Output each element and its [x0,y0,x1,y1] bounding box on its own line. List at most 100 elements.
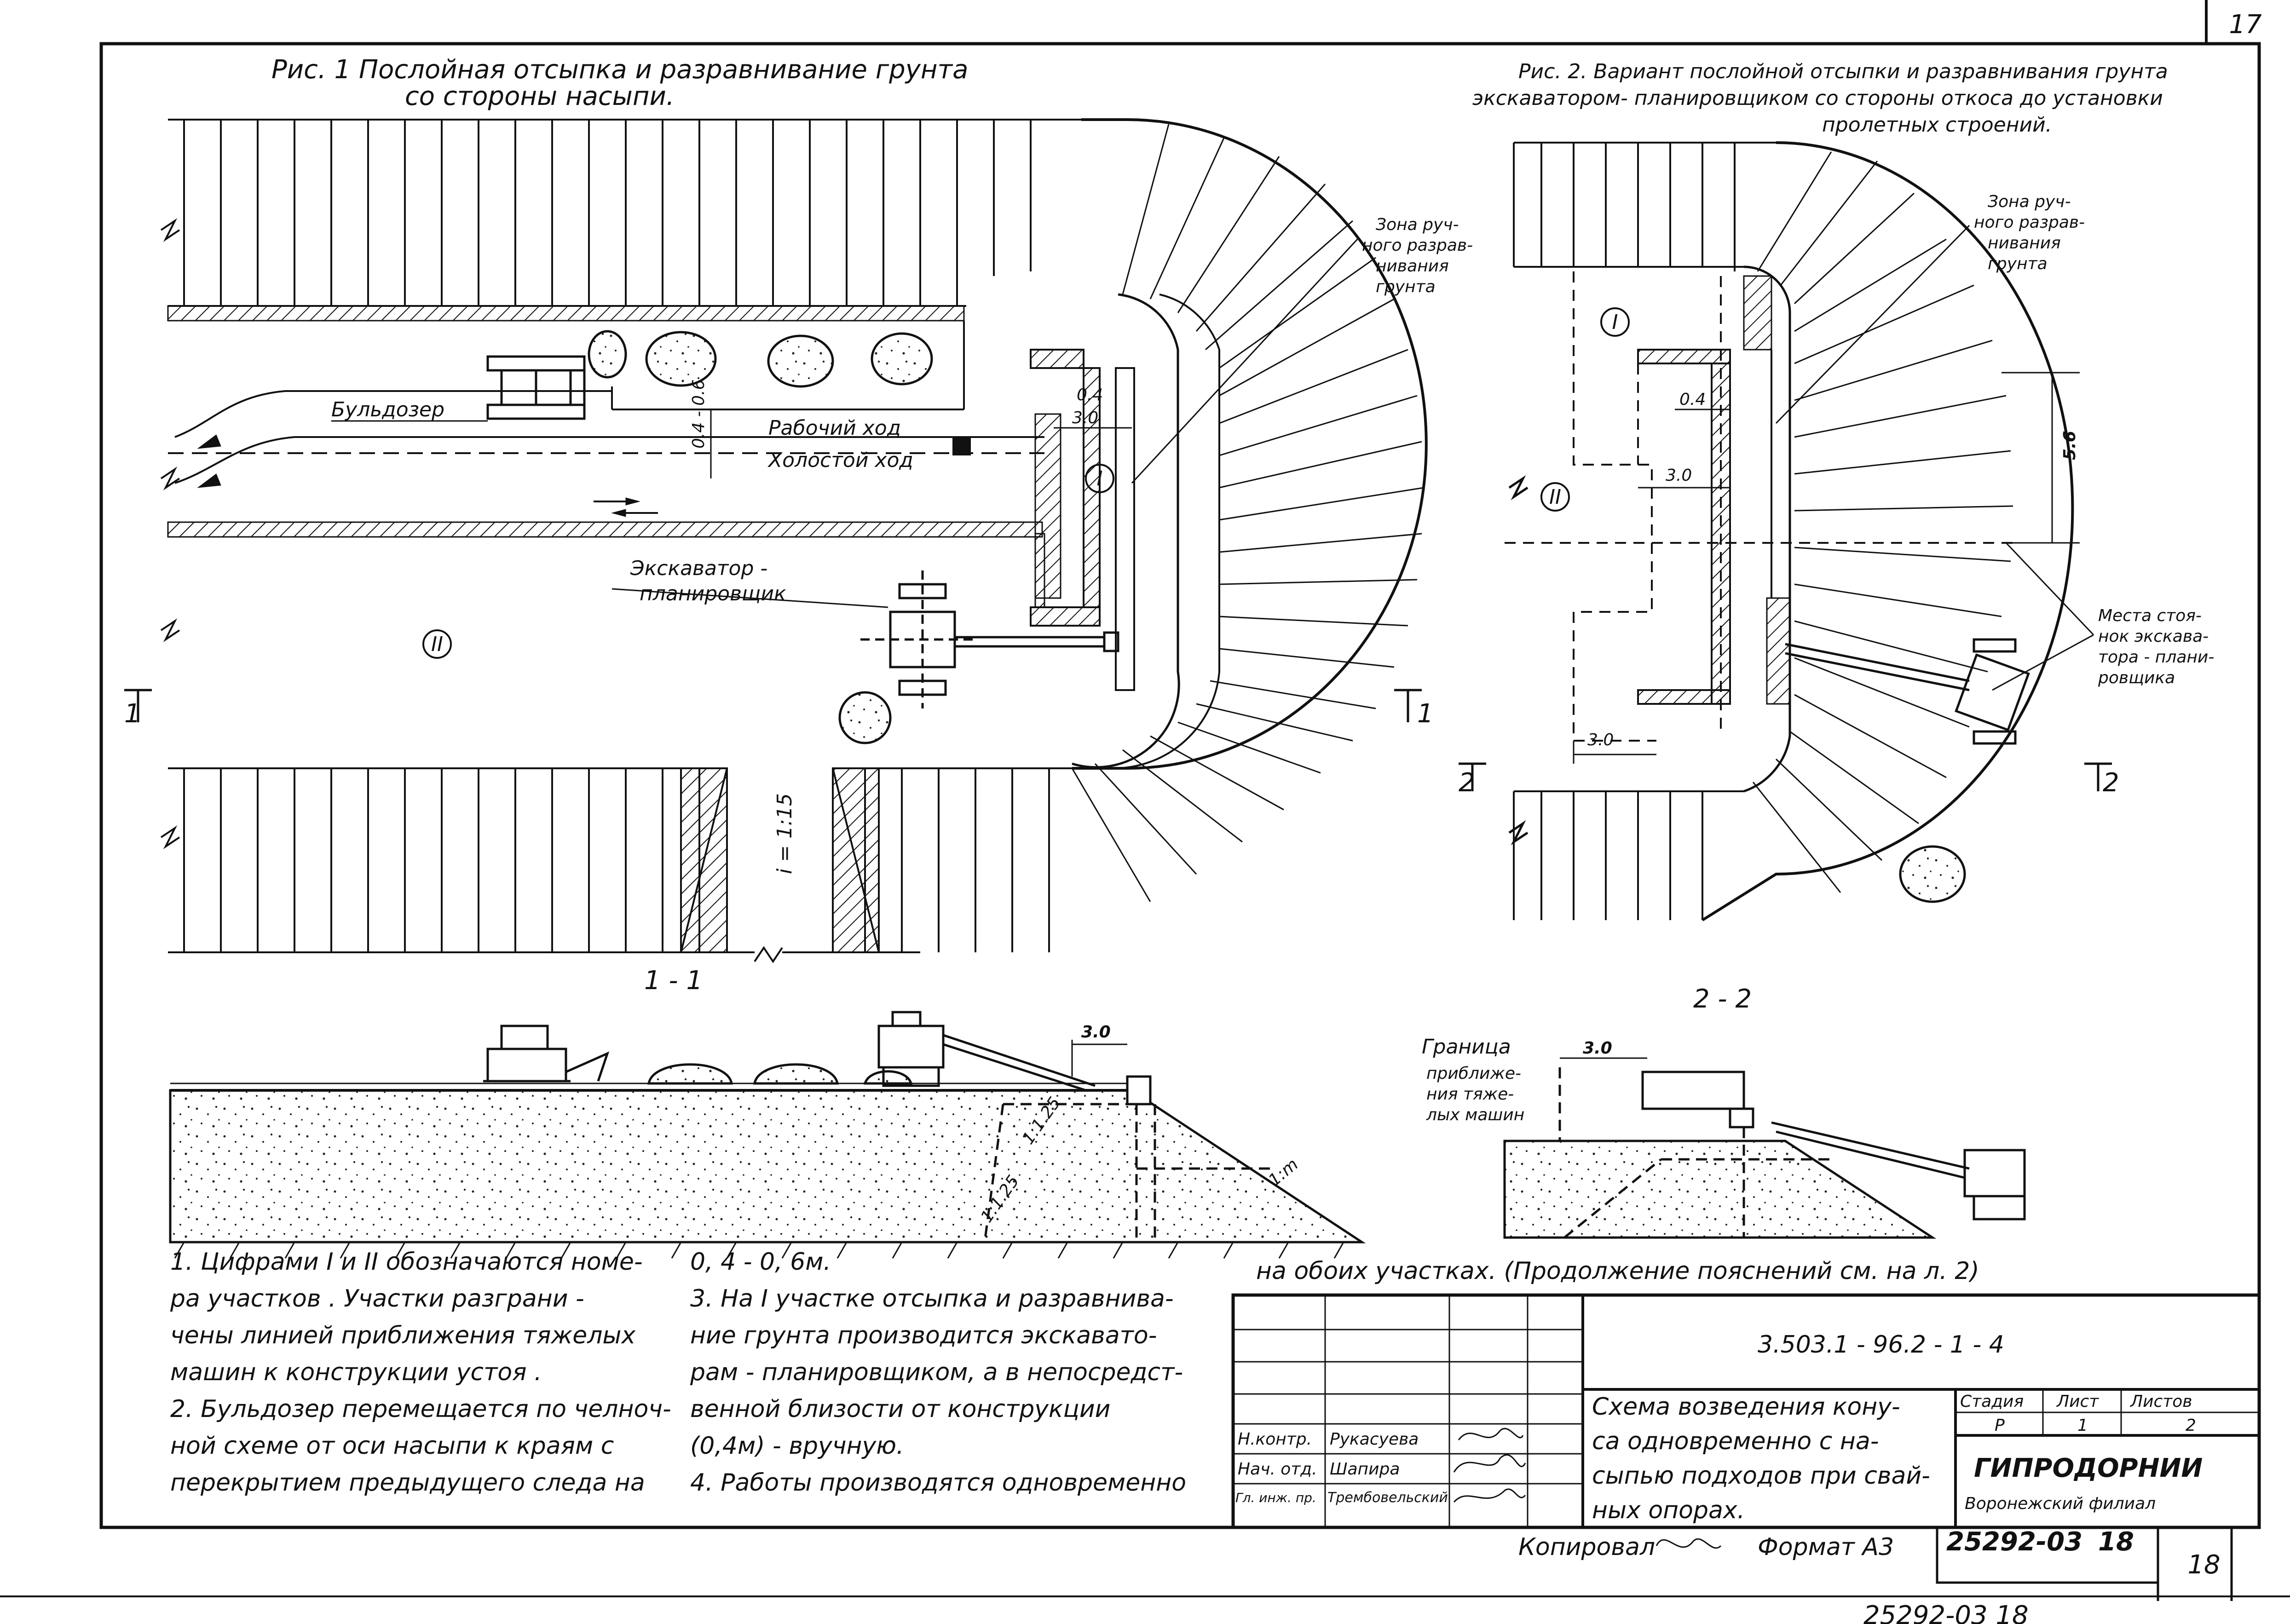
fig2-parking-2: нок экскава- [2098,627,2209,646]
fig2-plan: Рис. 2. Вариант послойной отсыпки и разр… [1459,60,2214,1014]
note-col2-line2: 3. На I участке отсыпка и разравнива- [690,1285,1174,1313]
fig2-parking-3: тора - плани- [2098,648,2214,667]
sheet-number-top: 17 [2229,10,2262,40]
section-2-2-boundary-1: Граница [1422,1035,1511,1059]
copied-signature [1655,1538,1722,1549]
org-branch: Воронежский филиал [1965,1494,2156,1513]
fig1-break-marks [160,218,920,963]
section-2-2-boundary-2: приближе- [1426,1064,1521,1083]
section-2-2-abutment [1558,1067,1831,1238]
fig1-section-mark-left: 1 [124,699,141,729]
fig1-zone-I-circle [1085,464,1114,493]
fig1-dim-04-06: 0.4 - 0.6 [689,380,708,449]
fig2-section-label: 2 - 2 [1693,984,1752,1014]
sheets-header: Листов [2129,1392,2192,1411]
doc-title-2: са одновременно с на- [1592,1428,1879,1455]
fig1-zone-II-circle [422,629,452,659]
fig2-dim-30-b: 3.0 [1587,731,1614,749]
fig1-road [167,305,1044,538]
section-1-1: 3.0 1:1.25 1:1.25 1:m [169,1011,1366,1259]
note-col2-line6: (0,4м) - вручную. [690,1432,904,1460]
fig1-title-line1: Рис. 1 Послойная отсыпка и разравнивание… [271,55,968,85]
section-1-1-bulldozer [483,1025,610,1083]
role-3: Гл. инж. пр. [1235,1490,1316,1505]
fig2-dim-30-a: 3.0 [1666,466,1692,485]
fig1-abutment [952,349,1135,691]
note-col3: на обоих участках. (Продолжение пояснени… [1256,1257,1979,1285]
fig1-slope: i = 1:15 [773,793,796,874]
fig2-manual-zone-4: грунта [1988,254,2048,273]
section-1-1-abutment [983,1075,1270,1243]
fig2-zone-II-circle [1540,482,1570,512]
name-1: Рукасуева [1330,1430,1419,1449]
section-1-1-dim-30: 3.0 [1081,1023,1111,1042]
fig2-dim-56: 5.6 [2060,431,2079,460]
fig2-zone-I: I [1612,311,1618,334]
fig2-manual-zone-1: Зона руч- [1988,192,2071,211]
fig2-parking-1: Места стоя- [2098,606,2202,625]
doc-title-4: ных опорах. [1592,1497,1745,1524]
fig2-parking-4: ровщика [2098,668,2175,687]
role-1: Н.контр. [1238,1430,1312,1449]
fig2-title-line1: Рис. 2. Вариант послойной отсыпки и разр… [1518,60,2168,83]
doc-title-1: Схема возведения кону- [1592,1393,1900,1421]
fig1-bulldozer-label: Бульдозер [331,398,444,421]
section-1-1-excavator [877,1011,1096,1092]
note-col2-line4: рам - планировщиком, а в непосредст- [690,1359,1183,1386]
doc-code: 3.503.1 - 96.2 - 1 - 4 [1758,1331,2004,1359]
section-1-1-ground-ticks [174,1242,1344,1259]
fig2-title-line3: пролетных строений. [1822,113,2052,137]
name-3: Трембовельский [1327,1490,1448,1506]
section-1-1-soil-piles [647,1063,913,1085]
fig1-section-marks [124,689,1422,722]
inventory-number: 25292-03 [1946,1527,2082,1557]
name-2: Шапира [1330,1460,1400,1479]
note-col2-line1: 0, 4 - 0, 6м. [690,1248,831,1276]
sheet-header: Лист [2056,1392,2099,1411]
fig2-section-mark-left: 2 [1459,768,1475,798]
section-2-2-boundary-4: лых машин [1426,1106,1524,1124]
bottom-cut-text: 25292-03 18 [1863,1601,2029,1624]
fig2-manual-zone-2: ного разрав- [1974,213,2085,232]
fig2-soil-pile [1899,845,1966,903]
stage-header: Стадия [1960,1392,2024,1411]
fig1-title-line2: со стороны насыпи. [405,81,675,111]
stage-value: Р [1995,1416,2005,1435]
fig1-cone-fan [1071,118,1428,902]
note-col1-line6: ной схеме от оси насыпи к краям с [170,1432,614,1460]
doc-title-3: сыпью подходов при свай- [1592,1462,1930,1490]
inventory-sheet: 18 [2098,1527,2134,1557]
title-block [1231,1293,2261,1601]
fig1-manual-zone-3: нивания [1376,257,1449,276]
copied-label: Копировал [1518,1533,1655,1561]
note-col1-line2: ра участков . Участки разграни - [170,1285,584,1313]
sheets-value: 2 [2186,1416,2196,1435]
fig1-section-label: 1 - 1 [644,966,703,996]
role-2: Нач. отд. [1238,1460,1317,1479]
fig2-section-mark-right: 2 [2103,768,2119,798]
fig1-lower-slope-hatch [168,767,1072,953]
fig2-title-line2: экскаватором- планировщиком со стороны о… [1472,86,2163,110]
fig2-zone-II: II [1549,485,1561,509]
note-col2-line3: ние грунта производится экскавато- [690,1322,1157,1349]
page-number: 18 [2187,1550,2220,1580]
note-col1-line3: чены линией приближения тяжелых [170,1322,636,1349]
fig1-bulldozer-plan [486,355,586,420]
section-2-2-excavator [1771,1121,2026,1221]
signatures [1453,1428,1526,1503]
fig2-manual-zone-3: нивания [1988,234,2061,253]
org-name: ГИПРОДОРНИИ [1974,1453,2203,1483]
fig2-slope-hatch [1513,142,1776,920]
fig1-plan: Рис. 1 Послойная отсыпка и разравнивание… [124,55,1473,996]
fig1-working-pass-label: Рабочий ход [768,416,901,440]
fig1-manual-zone-2: ного разрав- [1362,236,1473,255]
fig1-excavator-label-1: Экскаватор - [630,557,767,580]
note-col1-line7: перекрытием предыдущего следа на [170,1469,645,1497]
fig2-dimensions [1573,372,2094,764]
fig1-zone-II: II [431,633,443,656]
notes: 1. Цифрами I и II обозначаются номе- ра … [170,1248,1979,1497]
fig1-manual-zone-1: Зона руч- [1376,215,1459,234]
section-2-2: Граница приближе- ния тяже- лых машин 3.… [1422,1035,2026,1239]
